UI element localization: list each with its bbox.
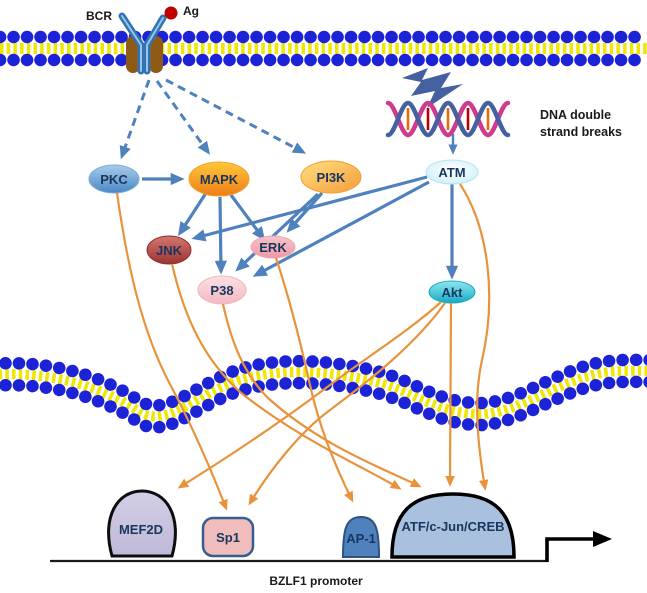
dna-damage [385,68,511,138]
arrow-atm-to-atf [459,183,491,491]
lightning-bolt-icon [402,68,463,108]
arrow-mapk-to-jnk [177,192,208,237]
tf-mef2d [107,489,177,558]
dna-break-label-line1: DNA double [540,108,611,122]
node-p38 [197,275,247,305]
p38-label: P38 [210,283,233,298]
dna-break-label-line2: strand breaks [540,125,622,139]
erk-label: ERK [259,240,287,255]
arrow-mapk-to-p38 [214,196,228,275]
transcription-factors [107,489,516,559]
tf-ap1 [341,515,381,558]
pi3k-label: PI3K [317,170,347,185]
nuclear-membrane-heads-top [0,353,647,412]
arrow-atm-to-p38 [252,180,430,277]
kinase-nodes [88,159,479,305]
node-pi3k [300,160,362,194]
mef2d-label: MEF2D [119,522,163,537]
arrow-pi3k-to-erk [286,191,324,233]
receptor-transmembrane-left [126,36,140,73]
arrow-erk-to-ap1 [274,257,354,503]
node-erk [250,235,296,259]
nuclear-membrane [0,353,647,434]
pkc-label: PKC [100,172,128,187]
dna-strand-blue [385,100,511,138]
transcription-arrowhead-icon [593,531,612,547]
dashed-arrow-bcr-to-mapk [155,80,211,155]
node-jnk [146,235,192,265]
promoter [50,531,612,563]
node-pkc [88,164,140,194]
dashed-arrow-bcr-to-pi3k [165,78,307,154]
node-mapk [188,161,250,197]
activation-arrows [115,183,491,511]
arrow-jnk-to-atf [170,263,402,490]
node-akt [428,280,476,304]
mapk-label: MAPK [200,172,239,187]
dna-strand-pink [385,100,511,138]
akt-label: Akt [442,285,464,300]
arrow-akt-to-sp1 [248,302,446,506]
antigen-dot [164,6,178,20]
ap1-label: AP-1 [346,531,376,546]
bzlf1-promoter-label: BZLF1 promoter [269,574,363,588]
tf-atf-cjun-creb [390,492,516,559]
labels: BCR Ag DNA double strand breaks PKC MAPK… [86,4,622,588]
atf-cjun-creb-label: ATF/c-Jun/CREB [401,519,504,534]
receptor-dashed-arrows [119,78,307,160]
bcr-label: BCR [86,9,112,23]
node-atm [425,159,479,185]
dashed-arrow-bcr-to-pkc [119,79,151,160]
jnk-label: JNK [156,243,183,258]
arrow-akt-to-mef2d [177,301,442,489]
cell-membrane [0,30,647,67]
nuclear-membrane-tails [0,365,647,422]
receptor-y-highlight-right [146,17,164,72]
arrow-pi3k-to-p38 [235,192,320,272]
dna-rungs [406,108,490,130]
sp1-label: Sp1 [216,530,240,545]
tf-sp1 [201,516,255,558]
atm-label: ATM [438,165,465,180]
arrow-mapk-to-erk [229,194,266,241]
ag-label: Ag [183,4,199,18]
receptor-transmembrane-right [149,36,163,73]
arrow-p38-to-atf [221,303,422,488]
receptor-y-highlight-left [121,15,142,72]
nuclear-membrane-heads-bottom [0,375,647,434]
kinase-arrows [142,134,459,280]
arrow-akt-to-atf [445,302,455,487]
bcr-receptor [118,6,178,75]
arrow-atm-to-jnk [191,175,428,242]
transcription-start-arrow [545,537,594,562]
